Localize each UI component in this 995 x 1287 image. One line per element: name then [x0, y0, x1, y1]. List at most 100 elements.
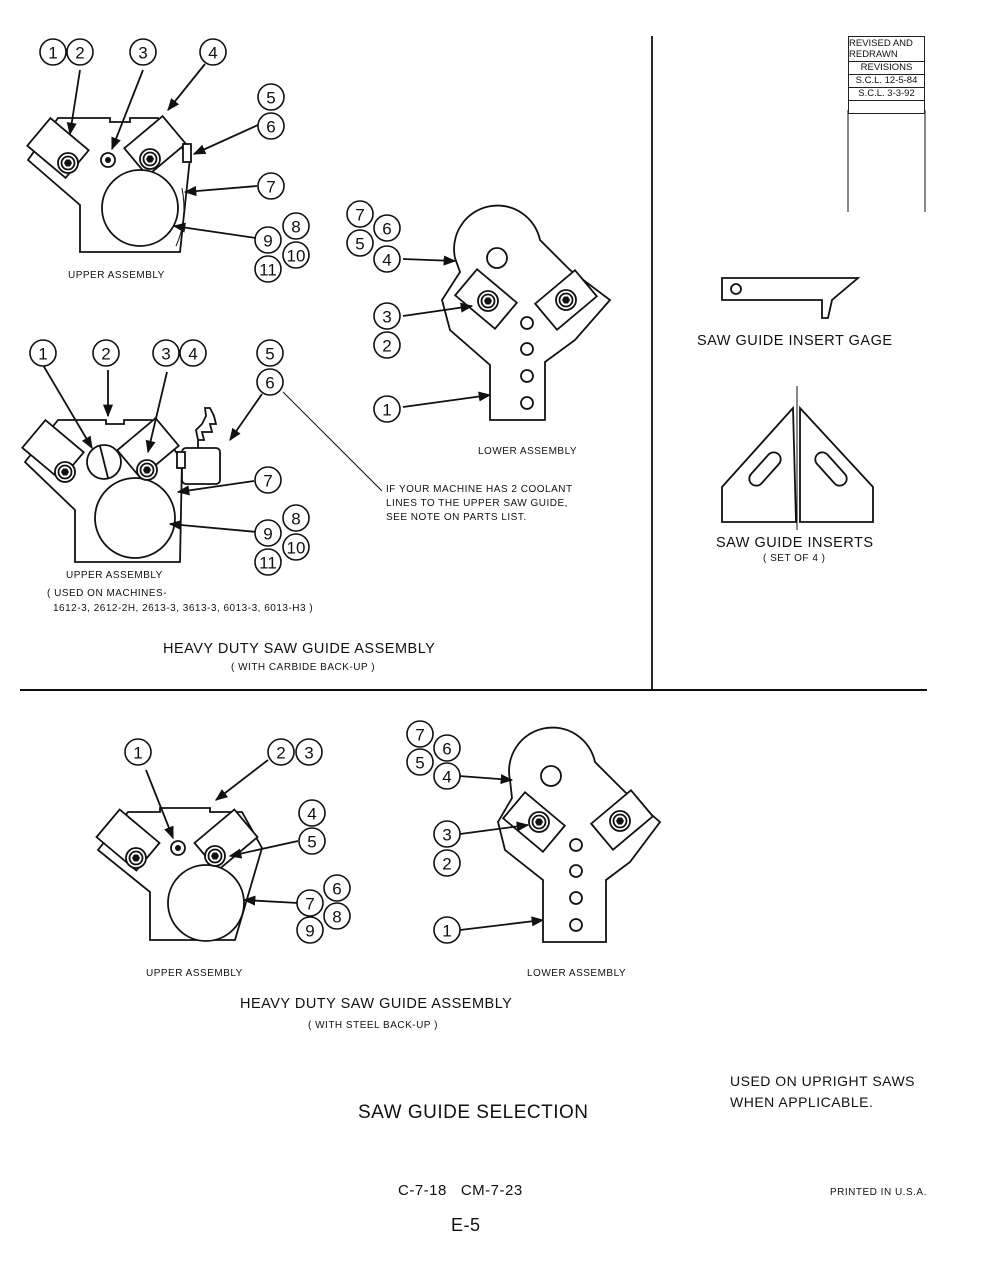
callout-circle: [152, 339, 180, 367]
revision-block: REVISED AND REDRAWN REVISIONS S.C.L. 12-…: [848, 36, 925, 114]
callout-number: 7: [355, 206, 364, 225]
inserts-sublabel: ( SET OF 4 ): [763, 553, 826, 564]
callout-circle: [179, 339, 207, 367]
saw-guide-inserts: [721, 386, 874, 530]
upper-assembly-carbide: [26, 63, 259, 253]
callout-number: 2: [101, 345, 110, 364]
callout-circle: [199, 38, 227, 66]
callout-number: 10: [287, 539, 306, 558]
used-on-line-2: WHEN APPLICABLE.: [730, 1094, 874, 1110]
revision-entry-1: S.C.L. 12-5-84: [848, 75, 925, 88]
callout-number: 3: [161, 345, 170, 364]
gage-label: SAW GUIDE INSERT GAGE: [697, 333, 893, 349]
callout-circle: [254, 226, 282, 254]
callout-number: 8: [332, 908, 341, 927]
callout-circle: [373, 331, 401, 359]
steel-section-subtitle: ( WITH STEEL BACK-UP ): [308, 1020, 438, 1031]
carbide-section-subtitle: ( WITH CARBIDE BACK-UP ): [231, 662, 376, 673]
callout-number: 9: [305, 922, 314, 941]
revision-entry-blank: [848, 101, 925, 114]
callout-circle: [433, 734, 461, 762]
callout-circle: [346, 229, 374, 257]
callout-circle: [373, 214, 401, 242]
callout-number: 1: [48, 44, 57, 63]
callout-circle: [433, 762, 461, 790]
callout-number: 6: [442, 740, 451, 759]
callout-circle: [254, 466, 282, 494]
callout-circle: [406, 720, 434, 748]
lower-assembly-steel: [458, 726, 662, 943]
callout-number: 5: [307, 833, 316, 852]
callout-number: 2: [276, 744, 285, 763]
callout-circle: [92, 339, 120, 367]
callout-number: 10: [287, 247, 306, 266]
upper-assembly-label-3: UPPER ASSEMBLY: [146, 968, 243, 979]
callout-number: 6: [332, 880, 341, 899]
callout-number: 7: [305, 895, 314, 914]
callout-number: 5: [355, 235, 364, 254]
callout-circle: [254, 255, 282, 283]
revision-title: REVISIONS: [848, 62, 925, 75]
callout-circle: [257, 172, 285, 200]
callout-number: 2: [442, 855, 451, 874]
page-title: SAW GUIDE SELECTION: [358, 1102, 589, 1123]
callout-circle: [282, 504, 310, 532]
callout-circle: [373, 245, 401, 273]
callout-circle: [124, 738, 152, 766]
upper-assembly-label-1: UPPER ASSEMBLY: [68, 270, 165, 281]
callout-circle: [323, 874, 351, 902]
callout-number: 11: [259, 261, 277, 280]
callout-number: 11: [259, 554, 277, 573]
callout-circle: [406, 748, 434, 776]
upper-assembly-steel: [95, 759, 299, 942]
callout-circle: [282, 241, 310, 269]
printed-in-usa: PRINTED IN U.S.A.: [830, 1187, 927, 1198]
callout-number: 3: [442, 826, 451, 845]
callout-number: 6: [382, 220, 391, 239]
callout-number: 3: [304, 744, 313, 763]
callout-number: 3: [138, 44, 147, 63]
callout-circle: [323, 902, 351, 930]
machines-line-1: ( USED ON MACHINES-: [47, 588, 168, 599]
upper-assembly-label-2: UPPER ASSEMBLY: [66, 570, 163, 581]
callout-circle: [373, 395, 401, 423]
callout-number: 1: [382, 401, 391, 420]
callout-number: 1: [442, 922, 451, 941]
callout-number: 9: [263, 232, 272, 251]
callout-number: 6: [266, 118, 275, 137]
callout-number: 6: [265, 374, 274, 393]
callout-number: 8: [291, 218, 300, 237]
callout-circle: [298, 827, 326, 855]
drawing-numbers: C-7-18 CM-7-23: [398, 1182, 523, 1199]
revision-entry-2: S.C.L. 3-3-92: [848, 88, 925, 101]
callout-number: 4: [208, 44, 217, 63]
callout-number: 2: [382, 337, 391, 356]
callout-circle: [254, 519, 282, 547]
callout-circle: [282, 533, 310, 561]
callout-number: 5: [415, 754, 424, 773]
callout-number: 7: [266, 178, 275, 197]
callout-number: 4: [442, 768, 451, 787]
machines-line-2: 1612-3, 2612-2H, 2613-3, 3613-3, 6013-3,…: [53, 603, 314, 614]
callout-circle: [433, 916, 461, 944]
callout-number: 9: [263, 525, 272, 544]
page-number: E-5: [451, 1215, 481, 1235]
lower-assembly-carbide: [402, 204, 612, 421]
frame-lines: [20, 36, 927, 691]
callout-number: 1: [38, 345, 47, 364]
callout-circle: [257, 112, 285, 140]
callout-number: 2: [75, 44, 84, 63]
callout-number: 4: [188, 345, 197, 364]
steel-section-title: HEAVY DUTY SAW GUIDE ASSEMBLY: [240, 996, 513, 1012]
saw-guide-insert-gage: [721, 277, 861, 319]
callout-number: 4: [382, 251, 391, 270]
callout-number: 5: [265, 345, 274, 364]
lower-assembly-label-3: LOWER ASSEMBLY: [527, 968, 627, 979]
lower-assembly-label-1: LOWER ASSEMBLY: [478, 446, 578, 457]
callout-circle: [296, 889, 324, 917]
callout-number: 5: [266, 89, 275, 108]
callout-circle: [267, 738, 295, 766]
callout-circle: [373, 302, 401, 330]
